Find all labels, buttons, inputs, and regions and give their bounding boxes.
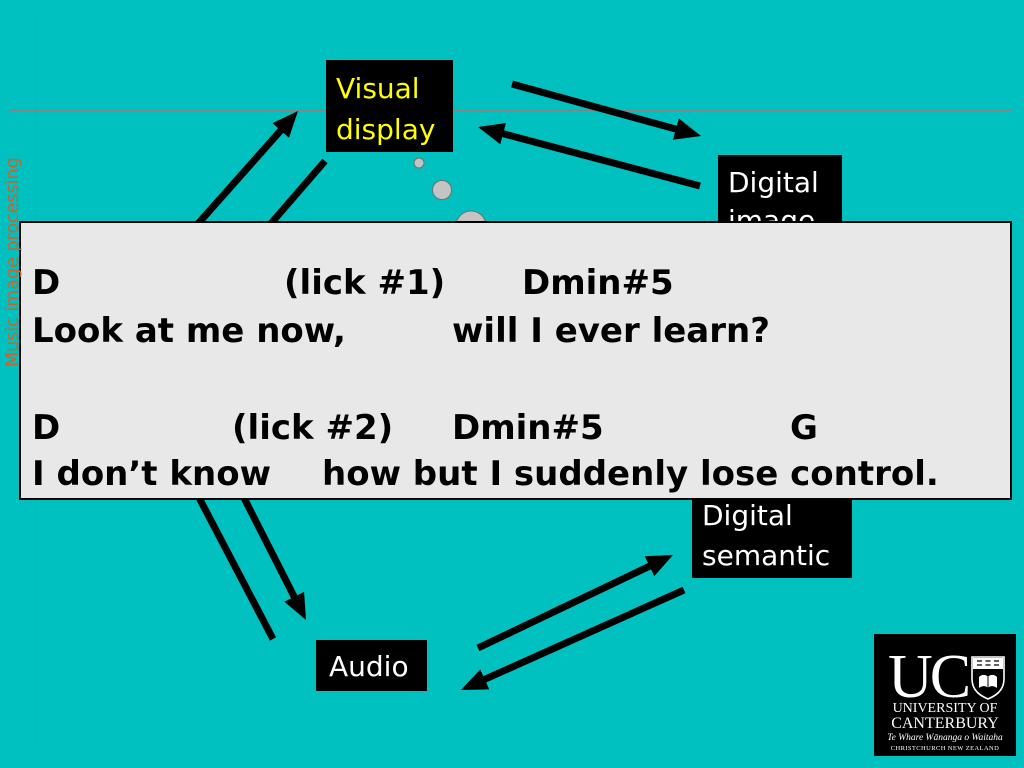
line-audio-to-visual-lower: [191, 488, 277, 641]
node-visual-display-line2: display: [336, 113, 436, 146]
node-visual-display: Visual display: [326, 60, 453, 152]
arrow-visual-to-digital-image: [511, 80, 701, 140]
arrow-audio-to-visual-upper-head: [272, 111, 298, 138]
crest-icon: [971, 656, 1005, 700]
side-title: Music image processing: [3, 157, 23, 367]
lick-1: (lick #1): [284, 263, 446, 303]
arrow-audio-to-digital-semantic: [476, 555, 673, 652]
arrow-visual-to-digital-image-head: [673, 118, 701, 140]
lyric-line-1a: Look at me now,: [32, 311, 346, 351]
logo-name-line2: CANTERBURY: [891, 715, 999, 732]
arrow-audio-to-visual-upper: [185, 111, 298, 238]
thought-bubble-small: [413, 157, 425, 169]
logo-location: CHRISTCHURCH NEW ZEALAND: [890, 745, 1000, 752]
arrow-visual-to-audio-lower: [236, 488, 306, 620]
node-audio-label: Audio: [329, 650, 409, 683]
logo-initials: UC: [888, 643, 971, 711]
node-digital-image-line1: Digital: [728, 166, 819, 199]
chord-g: G: [790, 408, 818, 448]
arrow-visual-to-digital-image-shaft: [511, 80, 687, 136]
lyric-line-2a: I don’t know: [32, 454, 271, 494]
chord-d-1: D: [32, 263, 61, 303]
arrow-digital-semantic-to-audio-shaft: [473, 586, 686, 687]
arrow-digital-image-to-visual-shaft: [492, 127, 701, 190]
arrow-digital-semantic-to-audio-head: [461, 669, 490, 690]
arrow-visual-to-audio-lower-head: [284, 591, 306, 620]
chord-d-2: D: [32, 408, 61, 448]
node-digital-semantic-line2: semantic: [702, 539, 831, 572]
arrow-digital-image-to-visual: [478, 123, 701, 190]
arrow-audio-to-visual-upper-shaft: [185, 120, 291, 238]
arrow-digital-semantic-to-audio: [461, 586, 686, 690]
lick-2: (lick #2): [232, 408, 394, 448]
node-audio: Audio: [316, 640, 427, 691]
university-logo: UC UNIVERSITY OF CANTERBURY Te Whare Wān…: [874, 634, 1016, 756]
arrow-digital-image-to-visual-head: [478, 123, 506, 145]
thought-bubble-medium: [432, 180, 452, 200]
arrow-audio-to-digital-semantic-head: [644, 555, 673, 577]
node-visual-display-line1: Visual: [336, 72, 420, 105]
lyrics-overlay: D (lick #1) Dmin#5 Look at me now, will …: [19, 221, 1012, 500]
lyric-line-2b: how but I suddenly lose control.: [322, 454, 939, 494]
lyric-line-1b: will I ever learn?: [452, 311, 770, 351]
arrow-audio-to-digital-semantic-shaft: [476, 558, 661, 652]
horizontal-guide-line: [10, 110, 1012, 111]
arrow-visual-to-audio-lower-shaft: [236, 488, 303, 608]
line-audio-to-visual-lower-shaft: [191, 488, 277, 641]
node-digital-semantic-line1: Digital: [702, 499, 793, 532]
logo-motto: Te Whare Wānanga o Waitaha: [887, 733, 1003, 743]
chord-dmin5-2: Dmin#5: [452, 408, 604, 448]
chord-dmin5-1: Dmin#5: [522, 263, 674, 303]
logo-name-line1: UNIVERSITY OF: [892, 701, 998, 716]
